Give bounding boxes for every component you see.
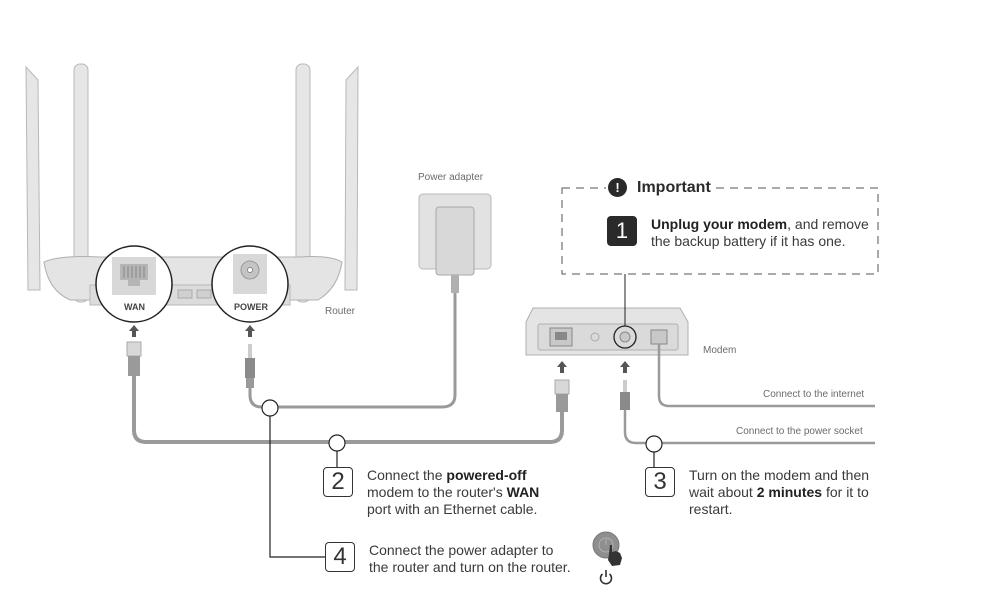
step4-l1: Connect the power adapter to bbox=[369, 542, 554, 558]
connect-internet-label: Connect to the internet bbox=[763, 389, 865, 400]
router-antenna-2 bbox=[73, 63, 89, 303]
step1-line2: the backup battery if it has one. bbox=[651, 233, 846, 249]
modem-power-port bbox=[619, 331, 631, 343]
step-1: 1 Unplug your modem, and remove the back… bbox=[607, 216, 869, 250]
step3-l2-bold: 2 minutes bbox=[756, 484, 823, 500]
power-button-icon bbox=[592, 531, 620, 559]
step4-l2: the router and turn on the router. bbox=[369, 559, 571, 575]
modem-label: Modem bbox=[703, 345, 737, 356]
power-symbol-icon bbox=[599, 570, 613, 585]
step2-l3: port with an Ethernet cable. bbox=[367, 501, 538, 517]
step3-l1: Turn on the modem and then bbox=[689, 467, 870, 483]
step4-leader bbox=[269, 416, 325, 558]
step1-rest: , and remove bbox=[787, 216, 869, 232]
step-number: 4 bbox=[325, 542, 355, 572]
modem-reset bbox=[590, 332, 600, 342]
ethernet-plug-modem bbox=[554, 379, 570, 412]
step2-l2-bold: WAN bbox=[506, 484, 540, 500]
modem-power-arrow-icon bbox=[620, 361, 630, 373]
wan-port-pins bbox=[123, 266, 145, 278]
dc-plug-router bbox=[245, 344, 255, 388]
modem-wan-arrow-icon bbox=[557, 361, 567, 373]
wan-arrow-icon bbox=[129, 325, 139, 337]
dc-plug-modem bbox=[620, 380, 630, 410]
step3-l2-after: for it to bbox=[822, 484, 869, 500]
modem-dsl-port bbox=[650, 329, 668, 345]
step-number: 2 bbox=[323, 467, 353, 497]
power-port-label: POWER bbox=[234, 302, 269, 312]
modem-power-cable bbox=[623, 410, 875, 445]
step-3: 3 Turn on the modem and then wait about … bbox=[645, 467, 869, 518]
step-text: Turn on the modem and then wait about 2 … bbox=[689, 467, 869, 518]
step-text: Unplug your modem, and remove the backup… bbox=[651, 216, 869, 250]
important-box bbox=[561, 187, 879, 275]
power-adapter bbox=[418, 193, 492, 293]
step2-marker bbox=[328, 434, 346, 452]
step-number: 3 bbox=[645, 467, 675, 497]
step3-marker bbox=[645, 435, 663, 453]
power-arrow-icon bbox=[245, 325, 255, 337]
step3-l3: restart. bbox=[689, 501, 733, 517]
step2-l1-bold: powered-off bbox=[446, 467, 527, 483]
step4-marker bbox=[261, 399, 279, 417]
router bbox=[25, 63, 359, 323]
wan-port-clip bbox=[128, 280, 140, 286]
step-2: 2 Connect the powered-off modem to the r… bbox=[323, 467, 539, 518]
router-label: Router bbox=[325, 306, 356, 317]
router-antenna-1 bbox=[25, 65, 41, 291]
ethernet-plug-router bbox=[126, 341, 142, 376]
router-antenna-3 bbox=[295, 63, 311, 303]
modem bbox=[525, 307, 689, 356]
step-4: 4 Connect the power adapter to the route… bbox=[325, 542, 571, 576]
step-text: Connect the power adapter to the router … bbox=[369, 542, 571, 576]
power-jack-pin bbox=[247, 267, 253, 273]
ethernet-cable bbox=[132, 376, 564, 444]
wan-port-jack bbox=[120, 264, 148, 280]
step2-l1: Connect the bbox=[367, 467, 447, 483]
internet-cable bbox=[657, 344, 875, 408]
power-adapter-label: Power adapter bbox=[418, 172, 484, 183]
important-title: Important bbox=[637, 178, 711, 196]
router-power-cable bbox=[248, 293, 457, 409]
exclamation-icon: ! bbox=[608, 178, 627, 197]
router-antenna-4 bbox=[344, 65, 359, 291]
step2-l2: modem to the router's bbox=[367, 484, 507, 500]
step3-l2: wait about bbox=[689, 484, 757, 500]
step1-bold: Unplug your modem bbox=[651, 216, 788, 232]
router-lan-port-2 bbox=[196, 289, 212, 299]
router-lan-port-1 bbox=[177, 289, 193, 299]
hand-pointer-icon bbox=[608, 545, 622, 566]
connect-power-socket-label: Connect to the power socket bbox=[736, 426, 863, 437]
step-number: 1 bbox=[607, 216, 637, 246]
important-header: ! Important bbox=[606, 178, 716, 197]
step-text: Connect the powered-off modem to the rou… bbox=[367, 467, 539, 518]
wan-port-label: WAN bbox=[124, 302, 145, 312]
